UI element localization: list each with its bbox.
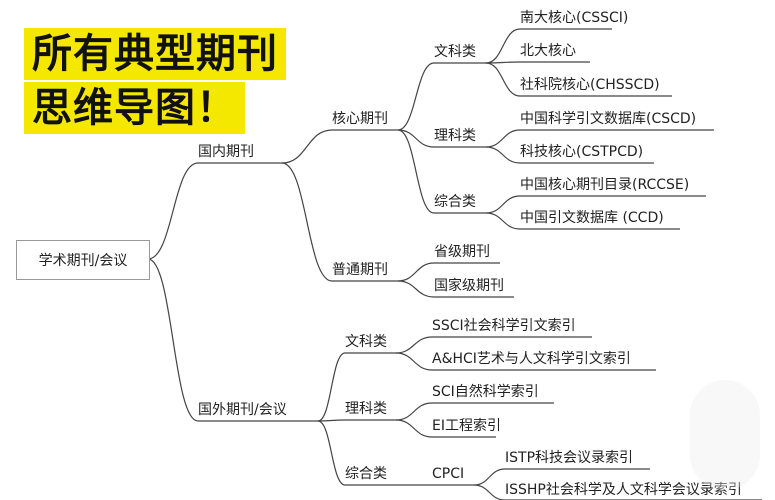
leaf-ssci: SSCI社会科学引文索引 bbox=[432, 318, 576, 334]
leaf-cssci: 南大核心(CSSCI) bbox=[520, 10, 629, 26]
leaf-isshp: ISSHP社会科学及人文科学会议录索引 bbox=[505, 482, 742, 498]
node-core: 核心期刊 bbox=[332, 111, 388, 127]
connector-foreign-comprehensive bbox=[317, 420, 346, 486]
connector-core-science-leaf bbox=[485, 146, 521, 164]
connector-foreign-humanities bbox=[317, 352, 346, 422]
leaf-istp: ISTP科技会议录索引 bbox=[505, 450, 634, 466]
node-core-humanities: 文科类 bbox=[434, 44, 476, 60]
root-label: 学术期刊/会议 bbox=[38, 253, 128, 269]
leaf-cstpcd: 科技核心(CSTPCD) bbox=[520, 144, 644, 160]
leaf-pku-core: 北大核心 bbox=[520, 43, 576, 59]
connector-foreign-humanities-leaf bbox=[395, 336, 433, 354]
leaf-ccd: 中国引文数据库 (CCD) bbox=[520, 210, 664, 226]
connector-core-science-leaf bbox=[485, 129, 521, 148]
leaf-sci: SCI自然科学索引 bbox=[432, 384, 539, 400]
title-line-2: 思维导图！ bbox=[24, 82, 245, 134]
connector-core-humanities bbox=[397, 62, 435, 131]
node-general: 普通期刊 bbox=[332, 262, 388, 278]
leaf-national: 国家级期刊 bbox=[434, 278, 504, 294]
connector-domestic-general bbox=[281, 162, 333, 282]
node-domestic: 国内期刊 bbox=[198, 144, 254, 160]
connector-foreign-science bbox=[317, 419, 346, 422]
connector-domestic-core bbox=[281, 129, 333, 164]
node-core-science: 理科类 bbox=[434, 128, 476, 144]
watermark-blur bbox=[690, 380, 760, 490]
connector-core-comprehensive bbox=[397, 129, 435, 214]
connector-cpci-leaf bbox=[473, 484, 506, 500]
connector-root-foreign bbox=[147, 258, 199, 422]
leaf-chsscd: 社科院核心(CHSSCD) bbox=[520, 77, 660, 93]
node-foreign-humanities: 文科类 bbox=[345, 334, 387, 350]
node-foreign-comprehensive: 综合类 bbox=[345, 466, 387, 482]
connector-general-leaf bbox=[397, 280, 435, 298]
node-foreign: 国外期刊/会议 bbox=[198, 402, 287, 418]
connector-core-comprehensive-leaf bbox=[485, 212, 521, 230]
root-node: 学术期刊/会议 bbox=[16, 240, 150, 280]
connector-core-humanities-leaf bbox=[485, 62, 521, 97]
leaf-provincial: 省级期刊 bbox=[434, 244, 490, 260]
title-line-1: 所有典型期刊 bbox=[24, 28, 286, 80]
connector-core-comprehensive-leaf bbox=[485, 195, 521, 214]
leaf-ei: EI工程索引 bbox=[432, 418, 501, 434]
node-core-comprehensive: 综合类 bbox=[434, 194, 476, 210]
connector-cpci-leaf bbox=[473, 468, 506, 486]
leaf-cscd: 中国科学引文数据库(CSCD) bbox=[520, 111, 697, 127]
leaf-rccse: 中国核心期刊目录(RCCSE) bbox=[520, 177, 690, 193]
connector-general-leaf bbox=[397, 262, 435, 282]
connector-foreign-humanities-leaf bbox=[395, 352, 433, 371]
node-foreign-science: 理科类 bbox=[345, 401, 387, 417]
connector-core-humanities-leaf bbox=[485, 28, 521, 64]
connector-foreign-science-leaf bbox=[395, 419, 433, 438]
connector-core-humanities-leaf bbox=[485, 61, 521, 64]
connector-foreign-science-leaf bbox=[395, 402, 433, 421]
leaf-ahci: A&HCI艺术与人文科学引文索引 bbox=[432, 351, 631, 367]
node-cpci: CPCI bbox=[432, 466, 465, 482]
connector-core-science bbox=[397, 129, 435, 148]
connector-root-domestic bbox=[147, 162, 199, 260]
